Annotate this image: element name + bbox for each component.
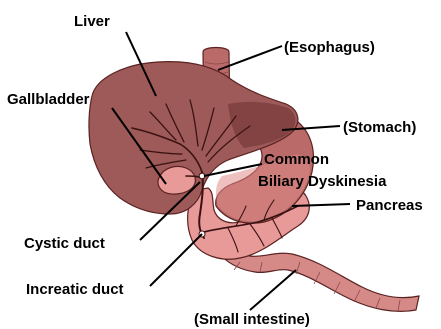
label-small-intestine: (Small intestine) xyxy=(194,311,310,328)
label-biliary-dyskinesia: Biliary Dyskinesia xyxy=(258,173,387,190)
label-common: Common xyxy=(264,151,329,168)
label-esophagus: (Esophagus) xyxy=(284,39,375,56)
label-liver: Liver xyxy=(74,13,110,30)
leader-increatic-duct xyxy=(150,234,202,286)
cystic-junction xyxy=(199,173,205,179)
label-increatic-duct: Increatic duct xyxy=(26,281,124,298)
label-gallbladder: Gallbladder xyxy=(7,91,90,108)
label-pancreas: Pancreas xyxy=(356,197,423,214)
label-stomach: (Stomach) xyxy=(343,119,416,136)
label-cystic-duct: Cystic duct xyxy=(24,235,105,252)
leader-small-intestine xyxy=(250,270,296,310)
